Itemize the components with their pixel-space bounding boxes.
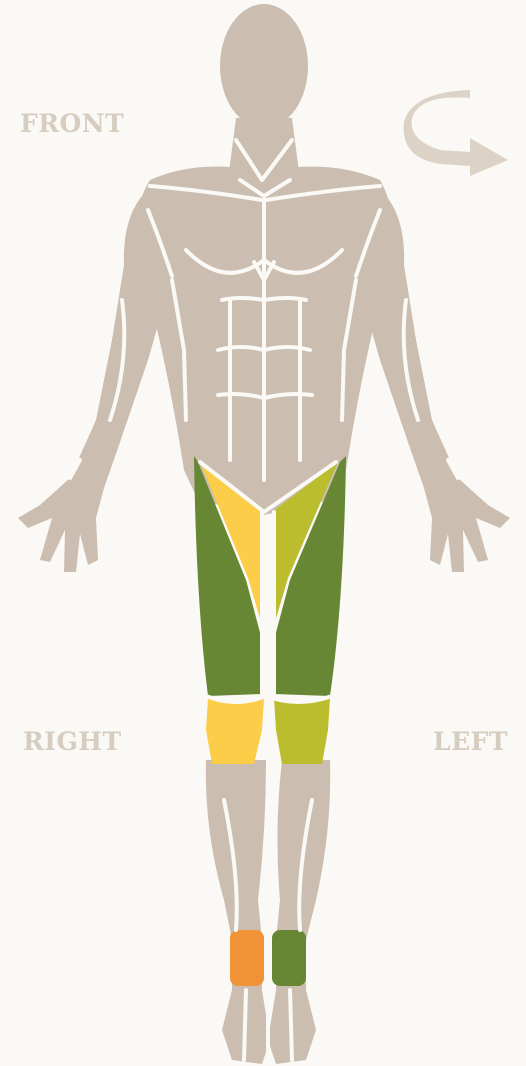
right-side-label: RIGHT	[23, 727, 122, 756]
right-arm	[18, 186, 168, 572]
left-knee[interactable]	[274, 698, 330, 764]
left-side-label: LEFT	[433, 727, 508, 756]
rotate-button[interactable]	[405, 90, 515, 182]
right-ankle[interactable]	[230, 930, 264, 986]
view-label: FRONT	[20, 109, 124, 138]
left-arm	[360, 186, 510, 572]
head	[220, 4, 308, 128]
left-ankle[interactable]	[272, 930, 306, 986]
right-knee[interactable]	[206, 698, 264, 764]
